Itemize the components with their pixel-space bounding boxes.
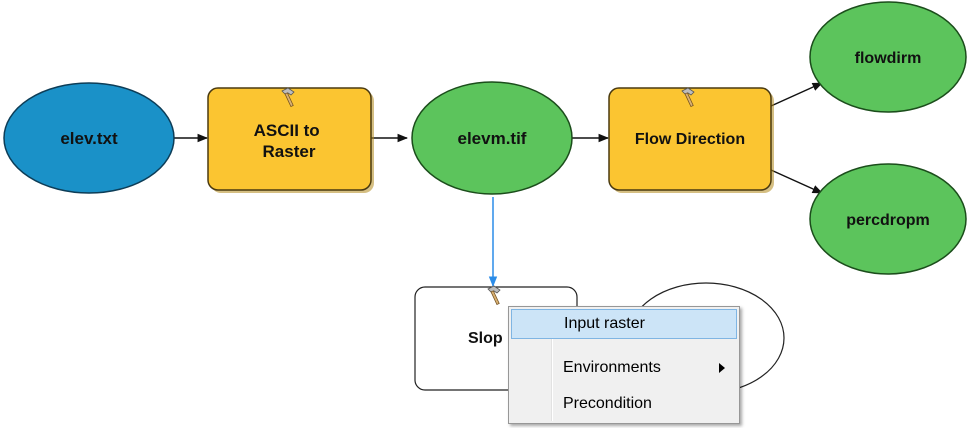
- node-elev-txt-label: elev.txt: [60, 129, 118, 148]
- submenu-arrow-icon: [719, 363, 725, 373]
- connector-flowdir-to-flowdirm[interactable]: [770, 82, 823, 107]
- node-percdropm[interactable]: percdropm: [809, 163, 967, 275]
- menu-item-input-raster[interactable]: Input raster: [511, 309, 737, 339]
- node-percdropm-label: percdropm: [846, 212, 930, 229]
- node-flow-direction[interactable]: Flow Direction: [608, 87, 774, 193]
- node-elevm-tif-label: elevm.tif: [458, 129, 527, 148]
- menu-item-precondition[interactable]: Precondition: [511, 389, 737, 419]
- node-ascii-to-raster-line2: Raster: [263, 142, 316, 161]
- node-flowdirm[interactable]: flowdirm: [809, 1, 967, 113]
- node-elevm-tif[interactable]: elevm.tif: [411, 81, 573, 195]
- node-ascii-to-raster-line1: ASCII to: [254, 121, 320, 140]
- menu-item-environments-label: Environments: [563, 359, 661, 376]
- context-menu-gutter: [551, 309, 553, 421]
- menu-item-input-raster-label: Input raster: [564, 315, 645, 332]
- menu-item-environments[interactable]: Environments: [511, 353, 737, 383]
- node-ascii-to-raster-label: ASCII to Raster: [254, 121, 325, 161]
- node-elev-txt[interactable]: elev.txt: [3, 82, 175, 194]
- node-slope-label: Slop: [468, 330, 503, 347]
- connector-flowdir-to-percdropm[interactable]: [770, 169, 823, 194]
- node-flow-direction-label: Flow Direction: [635, 131, 745, 148]
- context-menu: Input raster Environments Precondition: [508, 306, 740, 424]
- node-flowdirm-label: flowdirm: [855, 50, 922, 67]
- node-ascii-to-raster[interactable]: ASCII to Raster: [207, 87, 374, 193]
- menu-item-precondition-label: Precondition: [563, 395, 652, 412]
